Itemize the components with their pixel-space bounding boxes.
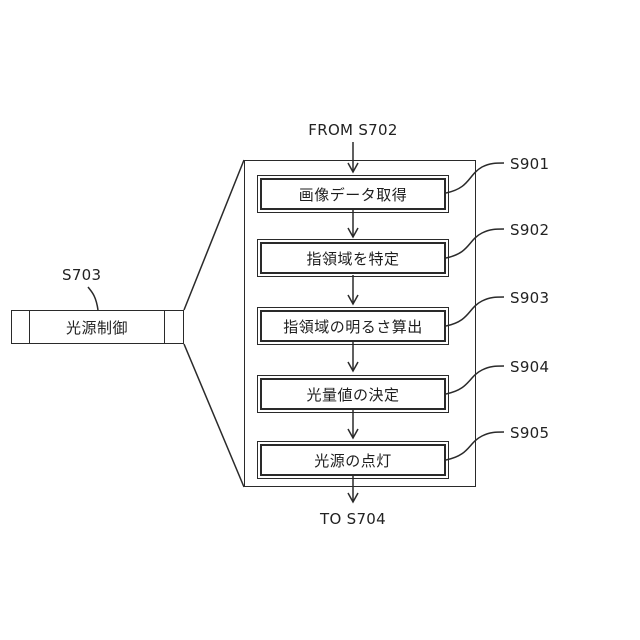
step-box-s905: 光源の点灯: [260, 444, 446, 476]
expand-line-bottom: [184, 344, 244, 487]
from-label: FROM S702: [308, 121, 397, 139]
step-label-s903: S903: [510, 289, 549, 307]
step-label-s901: S901: [510, 155, 549, 173]
step-box-s901: 画像データ取得: [260, 178, 446, 210]
s703-leader: [88, 287, 98, 310]
step-box-s902: 指領域を特定: [260, 242, 446, 274]
s703-block-label: 光源制御: [29, 310, 165, 344]
expand-line-top: [184, 160, 244, 310]
s703-label: S703: [62, 266, 101, 284]
step-label-s904: S904: [510, 358, 549, 376]
step-box-s904: 光量値の決定: [260, 378, 446, 410]
to-label: TO S704: [320, 510, 386, 528]
step-label-s902: S902: [510, 221, 549, 239]
step-box-s903: 指領域の明るさ算出: [260, 310, 446, 342]
step-label-s905: S905: [510, 424, 549, 442]
